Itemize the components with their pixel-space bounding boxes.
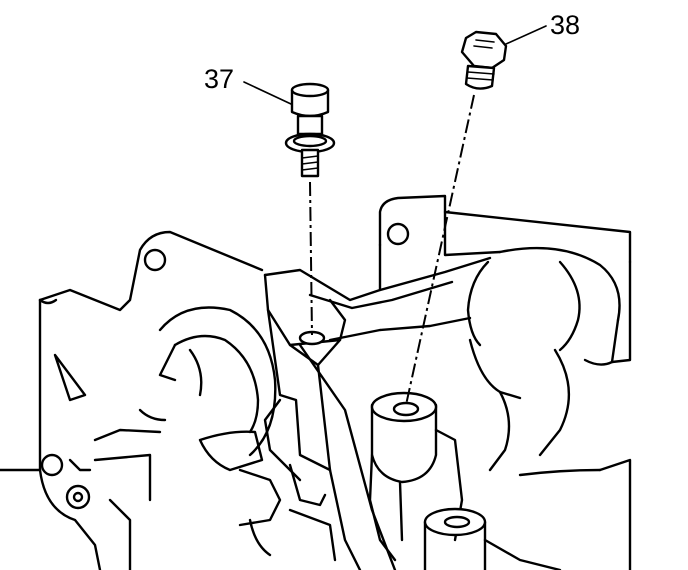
mounting-boss — [368, 391, 464, 562]
centerline-37 — [309, 181, 313, 336]
callout-37: 37 — [204, 64, 234, 94]
front-plate — [0, 230, 277, 570]
lower-boss — [423, 507, 562, 570]
fastener-38 — [460, 30, 508, 90]
rail — [263, 256, 492, 342]
mounting-rib — [238, 273, 397, 570]
upper-housing — [378, 194, 632, 570]
callout-38: 38 — [550, 10, 580, 40]
leader-37 — [243, 81, 292, 105]
fastener-37 — [284, 82, 336, 178]
centerline-38 — [405, 94, 475, 406]
leader-38 — [505, 25, 547, 45]
